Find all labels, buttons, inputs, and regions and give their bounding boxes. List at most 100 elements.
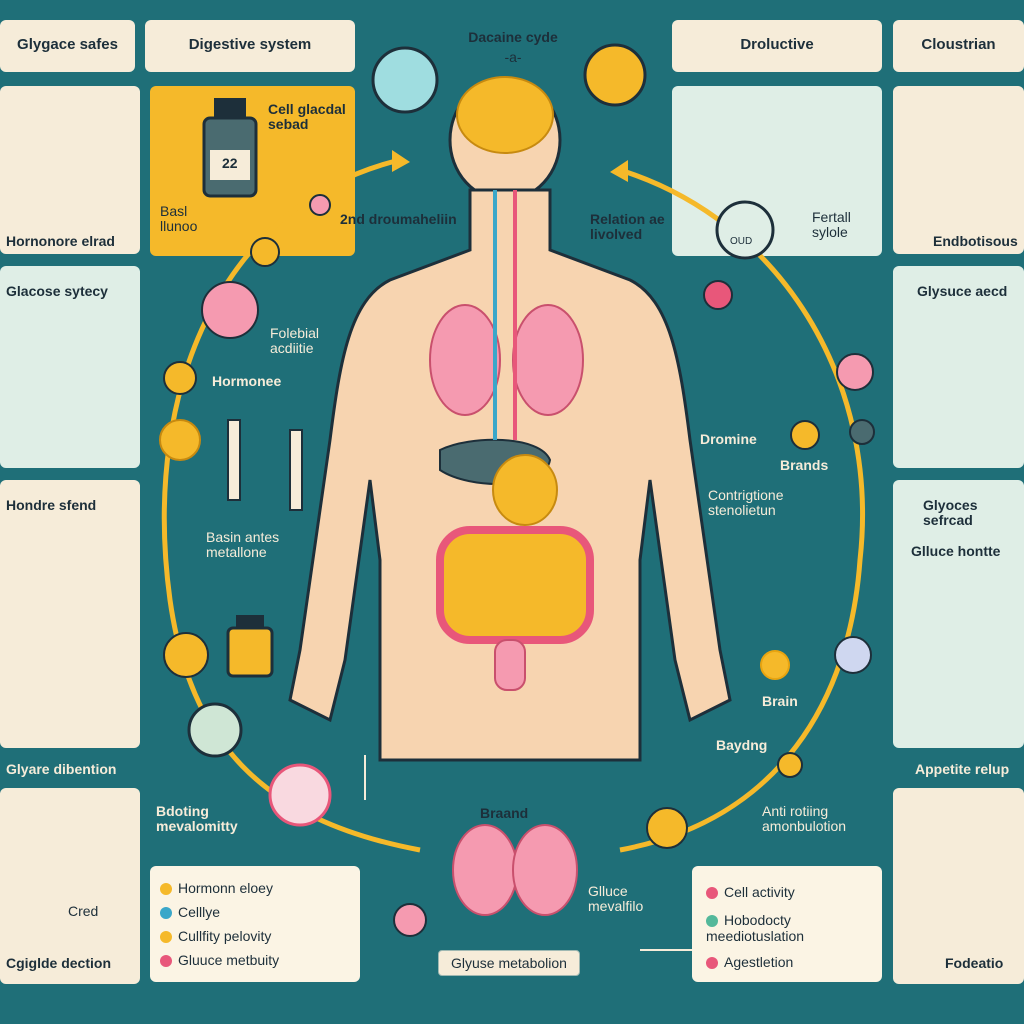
left-item1-label: Hornonore elrad [6, 233, 115, 249]
molecule-15 [849, 419, 875, 445]
dromine-label: Dromine [700, 431, 757, 447]
legend-left-row: Hormonn eloey [160, 880, 273, 896]
bottle-label: Cell glacdal sebad [268, 101, 346, 133]
basin-label: Basin antes metallone [206, 529, 280, 561]
bottom-lungs [452, 824, 578, 916]
molecule-16 [834, 636, 872, 674]
basal-label: Basl llunoo [160, 203, 198, 235]
molecule-1 [309, 194, 331, 216]
legend-text: Cell activity [724, 884, 795, 900]
left-panel-3: Hondre sfend [0, 480, 140, 748]
header-right-panel: Droluctive [672, 20, 882, 72]
molecule-11 [715, 200, 775, 260]
top-circle-blue [371, 46, 439, 114]
molecule-3 [201, 281, 259, 339]
left-item2-label: Glacose sytecy [6, 283, 108, 299]
molecule-9 [393, 903, 427, 937]
bloating-label: Bdoting mevalomitty [156, 803, 238, 835]
right-item3-sub: Glluce hontte [911, 543, 1001, 559]
arrow-head-top-right [610, 160, 628, 182]
right-panel-1: Endbotisous [893, 86, 1024, 254]
legend-dot [706, 915, 718, 928]
left-item4-label: Glyare dibention [6, 761, 117, 777]
anti-label: Anti rotiing amonbulotion [762, 803, 847, 835]
molecule-13 [836, 353, 874, 391]
legend-text: Hobodocty meediotuslation [706, 912, 805, 944]
legend-right-row: Agestletion [706, 954, 793, 970]
gluce-label: Glluce mevalfilo [588, 883, 644, 915]
legend-left-row: Gluuce metbuity [160, 952, 279, 968]
fertile-label: Fertall sylole [812, 209, 851, 241]
header-far-right-panel: Cloustrian [893, 20, 1024, 72]
legend-right: Cell activity Hobodocty meediotuslation … [692, 866, 882, 982]
legend-dot [706, 887, 718, 900]
header-digestive-panel: Digestive system [145, 20, 355, 72]
legend-right-row: Cell activity [706, 884, 795, 900]
molecule-8 [268, 763, 332, 827]
legend-dot [160, 907, 172, 920]
molecule-14 [790, 420, 820, 450]
right-item4-label: Appetite relup [915, 761, 1010, 777]
right-item1-label: Endbotisous [933, 233, 1018, 249]
header-left-title: Glygace safes [17, 36, 118, 53]
braand-label: Braand [480, 805, 529, 821]
molecule-10 [646, 807, 688, 849]
legend-left-row: Cullfity pelovity [160, 928, 271, 944]
contraption-label: Contrigtione stenolietun [708, 487, 784, 519]
left-panel-1: Hornonore elrad [0, 86, 140, 254]
legend-dot [706, 957, 718, 970]
legend-text: Cullfity pelovity [178, 928, 272, 944]
legend-text: Hormonn eloey [178, 880, 273, 896]
center-title-line1: Dacaine cyde [468, 29, 558, 45]
right-panel-3: Glyoces sefrcad Glluce hontte [893, 480, 1024, 748]
right-item3-label: Glyoces sefrcad [923, 497, 978, 529]
left-item5-label-right: Cred [68, 903, 99, 919]
right-inner-panel: Fertall sylole [672, 86, 882, 256]
right-item2-label: Glysuce aecd [917, 283, 1008, 299]
relation-label: Relation ae livolved [590, 211, 665, 243]
legend-dot [160, 955, 172, 968]
right-panel-5: Fodeatio [893, 788, 1024, 984]
molecule-5 [159, 419, 201, 461]
molecule-6 [163, 632, 209, 678]
legend-left-row: Celllye [160, 904, 220, 920]
molecule-4 [163, 361, 197, 395]
molecule-17 [760, 650, 790, 680]
arrow-head-top-left [392, 150, 410, 172]
second-label: 2nd droumaheliin [340, 211, 457, 227]
molecule-12 [703, 280, 733, 310]
left-panel-5: Cred Cgiglde dection [0, 788, 140, 984]
brain-label: Brain [762, 693, 798, 709]
hormones-label: Hormonee [212, 373, 282, 389]
right-item5-label: Fodeatio [945, 955, 1004, 971]
molecule-2 [250, 237, 280, 267]
bottle-number: 22 [222, 155, 238, 171]
syringe-1 [227, 419, 241, 501]
bottom-center-tag: Glyuse metabolion [438, 950, 580, 976]
baydng-label: Baydng [716, 737, 768, 753]
legend-text: Gluuce metbuity [178, 952, 280, 968]
header-far-right-title: Cloustrian [921, 36, 996, 53]
left-item3-label: Hondre sfend [6, 497, 97, 513]
legend-dot [160, 931, 172, 944]
legend-dot [160, 883, 172, 896]
oud-label: OUD [730, 236, 753, 247]
legend-text: Agestletion [724, 954, 794, 970]
legend-left: Hormonn eloey Celllye Cullfity pelovity … [150, 866, 360, 982]
header-left-panel: Glygace safes [0, 20, 135, 72]
syringe-2 [289, 429, 303, 511]
right-panel-2: Glysuce aecd [893, 266, 1024, 468]
center-title-line2: -a- [504, 49, 522, 65]
molecule-7 [187, 702, 243, 758]
left-panel-2: Glacose sytecy [0, 266, 140, 468]
left-item5-label-left: Cgiglde dection [6, 955, 111, 971]
folebial-label: Folebial acdiitie [270, 325, 320, 357]
header-right-title: Droluctive [740, 36, 814, 53]
legend-right-row: Hobodocty meediotuslation [706, 912, 876, 944]
header-digestive-title: Digestive system [188, 36, 312, 53]
molecule-18 [777, 752, 803, 778]
top-circle-yellow [583, 43, 647, 107]
legend-text: Celllye [178, 904, 221, 920]
